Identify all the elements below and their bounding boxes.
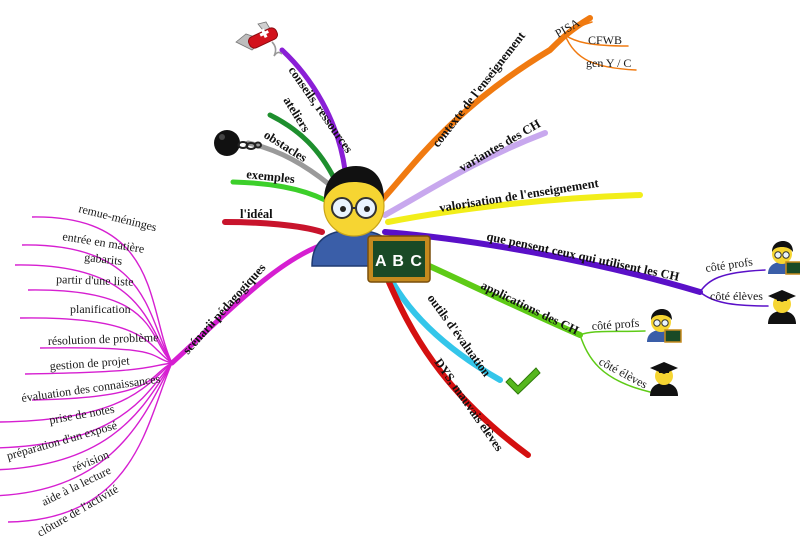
label-ideal: l'idéal [240,207,273,221]
scenarii-item-label: gestion de projet [49,353,130,373]
label-que-pensent: que pensent ceux qui utilisent les CH [485,229,680,284]
branch-line-ateliers [267,112,338,183]
scenarii-sub-lines [0,216,173,523]
label-ap-profs: côté profs [591,316,640,333]
sub-line-qp-eleves [699,291,769,307]
branch-line-contexte [379,15,593,203]
sub-line-geny [564,34,637,71]
scenarii-sub-line [7,362,173,523]
branch-line-ideal [222,219,325,235]
scenarii-item-label: résolution de problème [48,330,159,348]
teacher-icon [768,241,800,275]
branch-line-variantes [382,130,548,218]
scenarii-sub-line [27,289,173,364]
label-scenarii: scénarii pédagogiques [180,261,269,357]
sub-line-cfwb [564,34,629,47]
scenarii-sub-line [0,362,173,423]
sub-line-ap-eleves [579,334,651,393]
scenarii-sub-line [0,362,173,471]
sub-line-pisa [564,21,593,36]
label-applications: applications des CH [479,278,582,338]
scenarii-item-label: remue-méninges [77,201,158,234]
branch-line-conseils [279,47,348,173]
abc-blackboard: A B C [367,235,431,283]
scenarii-item-label: gabarits [84,250,124,268]
scenarii-sub-line [14,264,173,364]
board-text: A B C [375,253,423,270]
label-dys: DYS, mauvais élèves [432,356,507,454]
label-geny: gen Y / C [586,56,631,70]
scenarii-item-label: partir d'une liste [56,272,134,289]
branch-line-dys [385,277,531,458]
sub-line-qp-profs [699,269,766,293]
label-exemples: exemples [246,167,296,186]
label-qp-eleves: côté élèves [710,289,763,303]
label-qp-profs: côté profs [704,254,753,275]
scenarii-sub-line [31,362,173,401]
scenarii-item-label: planification [70,302,131,316]
branch-line-obstacles [245,140,333,188]
label-variantes: variantes des CH [457,117,544,175]
graduate-icon [650,362,678,396]
branch-line-scenarii [169,242,325,366]
scenarii-sub-line [31,216,173,364]
scenarii-sub-line [0,362,173,449]
scenarii-sub-line [19,317,173,364]
scenarii-sub-line [0,362,173,497]
scenarii-sub-line [39,347,173,364]
checkmark-icon [505,367,541,395]
swiss-army-knife-icon [235,21,283,57]
teacher-icon [647,309,682,343]
sub-line-ap-profs [579,330,646,336]
scenarii-sub-line [21,244,173,364]
branch-line-valorisation [385,192,643,225]
graduate-icon [768,290,796,324]
ball-and-chain-icon [214,130,262,156]
label-cfwb: CFWB [588,33,622,47]
scenarii-sub-line [24,362,173,375]
branch-line-exemples [230,179,328,203]
